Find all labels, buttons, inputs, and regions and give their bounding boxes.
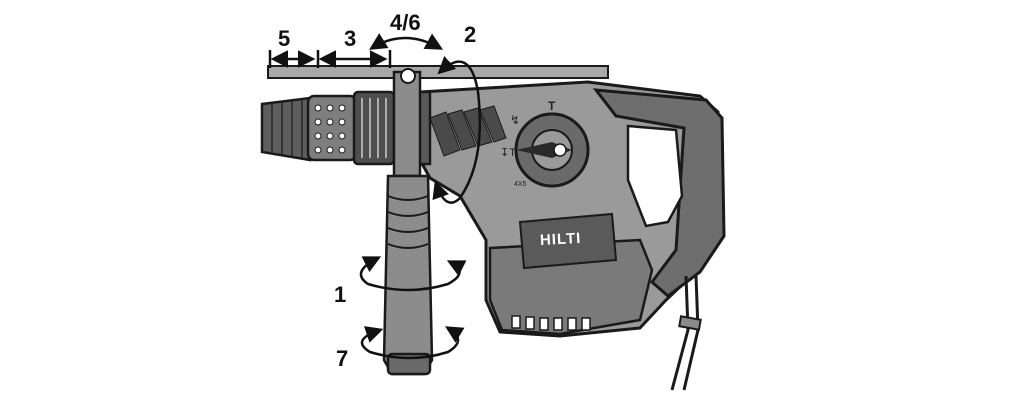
- arrow-2: [432, 56, 482, 204]
- rear-handle: [592, 88, 726, 298]
- cord-strain-relief: [678, 315, 702, 331]
- mode-drill-symbol: ↯: [510, 113, 520, 127]
- brand-logo: HILTI: [540, 230, 582, 249]
- small-rating-label: 4X5: [514, 181, 527, 188]
- arrow-7: [360, 326, 465, 360]
- chuck-tip: [260, 96, 312, 162]
- chuck-collar-grip: [361, 98, 387, 158]
- chuck-sleeve-dots: [314, 104, 346, 154]
- brand-plate: [518, 212, 618, 270]
- power-cord: [670, 275, 700, 391]
- chuck-collar: [352, 90, 396, 166]
- mode-hammer-symbol: T: [548, 99, 556, 113]
- side-handle-arm[interactable]: [392, 70, 422, 178]
- mode-lock-symbol: ↧T: [500, 147, 516, 159]
- callout-5: 5: [278, 26, 290, 51]
- callout-4-6: 4/6: [390, 10, 421, 35]
- callout-3: 3: [344, 26, 356, 51]
- chuck-tip-ridges: [271, 100, 303, 158]
- side-handle-grip[interactable]: [382, 174, 434, 376]
- arrow-4-6: [369, 33, 444, 50]
- handle-opening: [626, 124, 684, 228]
- function-selector-knob: [553, 143, 567, 157]
- callout-2: 2: [464, 22, 476, 47]
- side-handle-pivot: [400, 68, 416, 84]
- arrow-1: [359, 256, 467, 292]
- bottom-vents: [511, 315, 591, 331]
- arrow-5: [268, 50, 320, 68]
- arrow-3: [318, 50, 392, 68]
- side-handle-grip-rings: [387, 195, 429, 249]
- callout-7: 7: [336, 346, 348, 371]
- callout-1: 1: [334, 282, 346, 307]
- side-handle-end-cap: [386, 352, 432, 376]
